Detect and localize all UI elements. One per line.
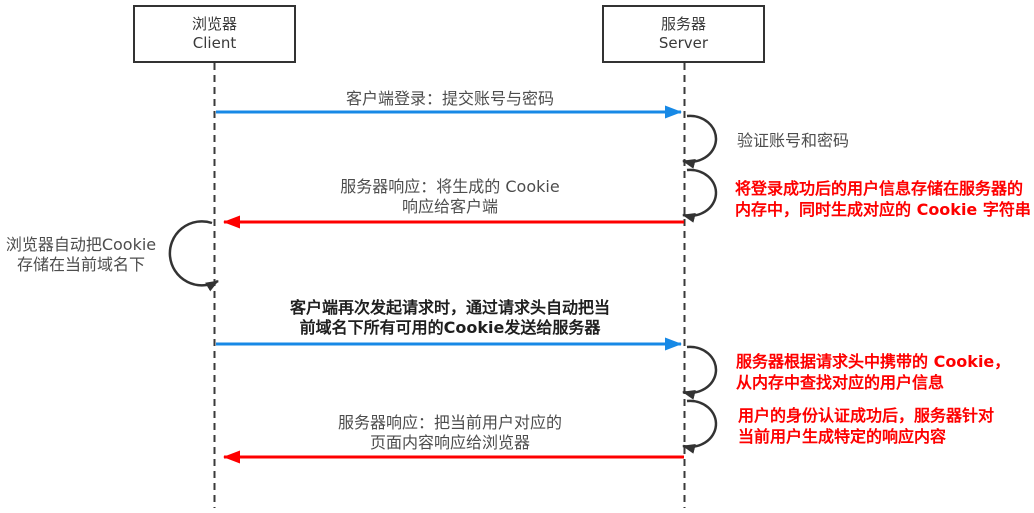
note-server-store-cookie: 将登录成功后的用户信息存储在服务器的 内存中，同时生成对应的 Cookie 字符… — [735, 179, 1031, 219]
message-label-second-request: 客户端再次发起请求时，通过请求头自动把当 前域名下所有可用的Cookie发送给服… — [289, 298, 610, 337]
self-loop-label-verify: 验证账号和密码 — [737, 131, 850, 150]
actor-box-client: 浏览器 Client — [133, 5, 296, 63]
self-loop-store-cookie-icon — [682, 168, 718, 223]
actor-server-name-zh: 服务器 — [660, 15, 706, 33]
actor-client-name-zh: 浏览器 — [191, 15, 237, 33]
note-generate-response: 用户的身份认证成功后，服务器针对 当前用户生成特定的响应内容 — [738, 406, 995, 446]
self-loop-verify-icon — [682, 114, 718, 169]
self-loop-cookie-lookup-icon — [682, 345, 718, 400]
actor-box-server: 服务器 Server — [602, 5, 765, 63]
message-label-cookie-response: 服务器响应：将生成的 Cookie 响应给客户端 — [340, 177, 560, 216]
self-loop-label-client-store: 浏览器自动把Cookie 存储在当前域名下 — [5, 235, 157, 274]
self-loop-generate-response-icon — [682, 399, 718, 454]
actor-server-name-en: Server — [658, 34, 709, 52]
message-label-login-request: 客户端登录：提交账号与密码 — [345, 89, 554, 108]
self-loop-client-store-icon — [168, 220, 219, 292]
message-label-page-response: 服务器响应：把当前用户对应的 页面内容响应给浏览器 — [337, 413, 562, 452]
note-cookie-lookup: 服务器根据请求头中携带的 Cookie， 从内存中查找对应的用户信息 — [736, 352, 1011, 392]
actor-client-name-en: Client — [192, 34, 237, 52]
